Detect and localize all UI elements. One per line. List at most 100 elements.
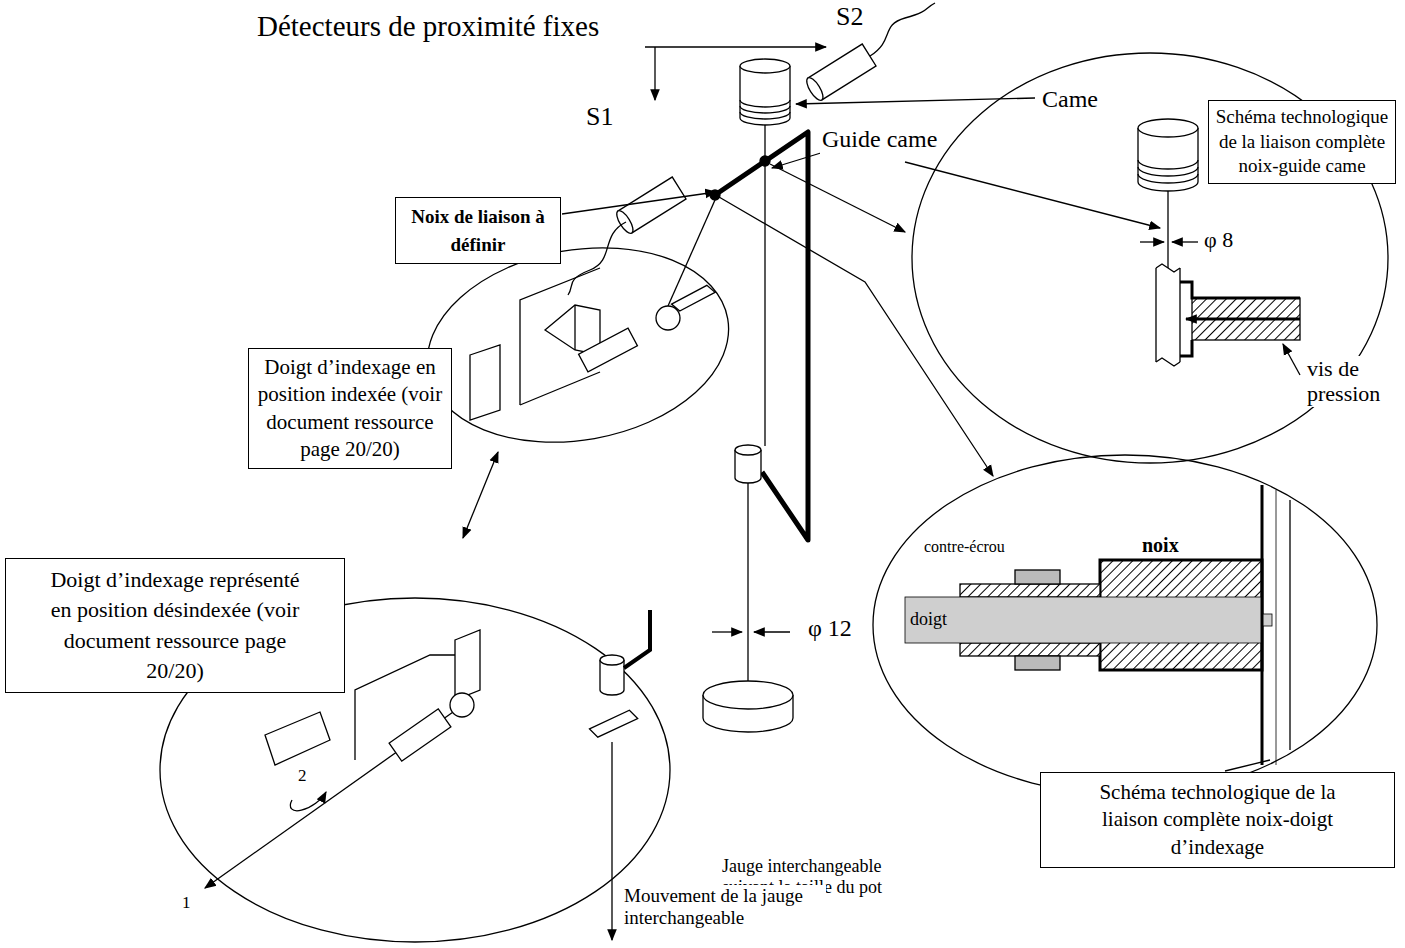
box-text: Doigt d’indexage représenté en position … — [42, 565, 308, 686]
cam — [740, 59, 790, 446]
proximity-sensor — [568, 222, 626, 295]
part-label: noix — [1140, 534, 1181, 557]
unindexed-finger-detail — [600, 655, 624, 665]
unindexed-finger-detail — [450, 693, 474, 717]
box-text: Schéma technologique de la liaison compl… — [1081, 779, 1354, 861]
leader-lines — [796, 98, 1035, 104]
cam-guide-detail — [1138, 119, 1198, 137]
proximity-sensor — [804, 3, 935, 103]
finger-nut-detail — [873, 455, 1377, 795]
cam-guide-detail — [1167, 191, 1168, 268]
indexed-finger-detail — [545, 305, 600, 355]
unindexed-finger-detail — [590, 709, 638, 739]
support-frame — [715, 132, 808, 540]
unindexed-finger-detail — [455, 630, 480, 700]
cam-guide-detail — [1156, 268, 1180, 362]
gauge — [735, 450, 761, 483]
gauge — [747, 483, 748, 695]
cam-guide-detail — [1283, 344, 1300, 375]
cam — [740, 100, 790, 119]
unindexed-finger-detail — [389, 709, 451, 761]
indexed-finger-detail — [470, 345, 500, 420]
box-text: Noix de liaison à définir — [402, 203, 554, 258]
motion-number: 1 — [180, 893, 193, 913]
finger-nut-detail — [873, 455, 1377, 795]
cam-guide-detail — [1180, 282, 1300, 356]
finger-nut-detail — [960, 584, 1100, 597]
box-text: Doigt d’indexage en position indexée (vo… — [255, 354, 445, 463]
cam-guide-detail — [1140, 241, 1164, 242]
dimension-arrows — [754, 631, 790, 632]
cam-guide-detail — [1172, 241, 1198, 242]
cam — [740, 66, 790, 125]
finger-nut-detail — [1276, 490, 1277, 765]
unindexed-finger-detail — [389, 709, 451, 761]
sensor-caption: Détecteurs de proximité fixes — [255, 10, 601, 43]
leader-lines — [770, 164, 905, 232]
indexed-finger-detail — [579, 328, 638, 372]
sensor-name: S2 — [834, 2, 865, 32]
proximity-sensor — [568, 177, 686, 295]
leader-lines — [905, 162, 1160, 228]
indexed-finger-detail — [520, 372, 600, 405]
gauge — [703, 681, 793, 709]
finger-nut-detail — [1261, 485, 1264, 765]
detector-arrows — [654, 47, 655, 100]
callout-box: Doigt d’indexage en position indexée (vo… — [248, 348, 452, 469]
callout-box: Noix de liaison à définir — [395, 197, 561, 264]
proximity-sensor — [808, 44, 876, 100]
dimension-arrows — [712, 631, 790, 632]
finger-nut-detail — [960, 643, 1100, 656]
cam-guide-detail — [1186, 318, 1300, 321]
gauge — [703, 445, 793, 732]
cam-guide-detail — [1156, 264, 1180, 366]
leader-lines — [772, 152, 824, 168]
unindexed-finger-detail — [600, 660, 624, 695]
mechanism-illustration — [160, 3, 1388, 942]
part-label: Guide came — [820, 126, 939, 154]
finger-nut-detail — [905, 597, 1262, 643]
proximity-sensor — [614, 208, 636, 235]
indexed-finger-detail — [574, 305, 575, 350]
motion-number: 2 — [296, 766, 309, 786]
dimension-label: φ 8 — [1202, 227, 1235, 252]
cam — [740, 59, 790, 73]
callout-box: Doigt d’indexage représenté en position … — [5, 558, 345, 693]
unindexed-finger-detail — [265, 712, 330, 765]
indexed-finger-detail — [672, 283, 716, 312]
part-label: doigt — [908, 609, 949, 630]
leader-lines — [562, 98, 1160, 476]
indexed-finger-detail — [668, 200, 715, 306]
proximity-sensor — [804, 44, 876, 103]
indexed-finger-detail — [520, 268, 600, 405]
finger-nut-detail — [1100, 560, 1262, 670]
callout-box: Schéma technologique de la liaison compl… — [1208, 100, 1396, 184]
box-text: Schéma technologique de la liaison compl… — [1215, 105, 1389, 179]
unindexed-finger-detail — [590, 709, 638, 739]
dimension-arrows — [712, 631, 742, 632]
proximity-sensor — [618, 177, 686, 233]
proximity-sensor — [804, 75, 826, 102]
finger-nut-detail — [1225, 760, 1270, 771]
part-label: contre-écrou — [922, 538, 1007, 556]
proximity-sensor — [870, 3, 935, 56]
support-frame — [760, 156, 770, 166]
part-label: vis de pression — [1305, 356, 1401, 407]
indexed-finger-detail — [656, 306, 680, 330]
cam — [764, 125, 765, 446]
indexed-finger-detail — [672, 283, 716, 312]
motion-label: Mouvement de la jauge interchangeable — [622, 885, 826, 929]
finger-nut-detail — [1100, 560, 1262, 670]
sensor-name: S1 — [584, 102, 615, 132]
gauge — [735, 445, 761, 455]
leader-lines — [562, 192, 716, 214]
gauge — [703, 695, 793, 732]
finger-nut-detail — [1015, 570, 1060, 584]
unindexed-finger-detail — [624, 610, 650, 668]
proximity-sensor — [614, 177, 686, 236]
detector-arrows — [645, 46, 826, 47]
double-arrow — [463, 452, 498, 538]
leader-lines — [719, 197, 993, 476]
detector-arrows — [645, 47, 826, 100]
